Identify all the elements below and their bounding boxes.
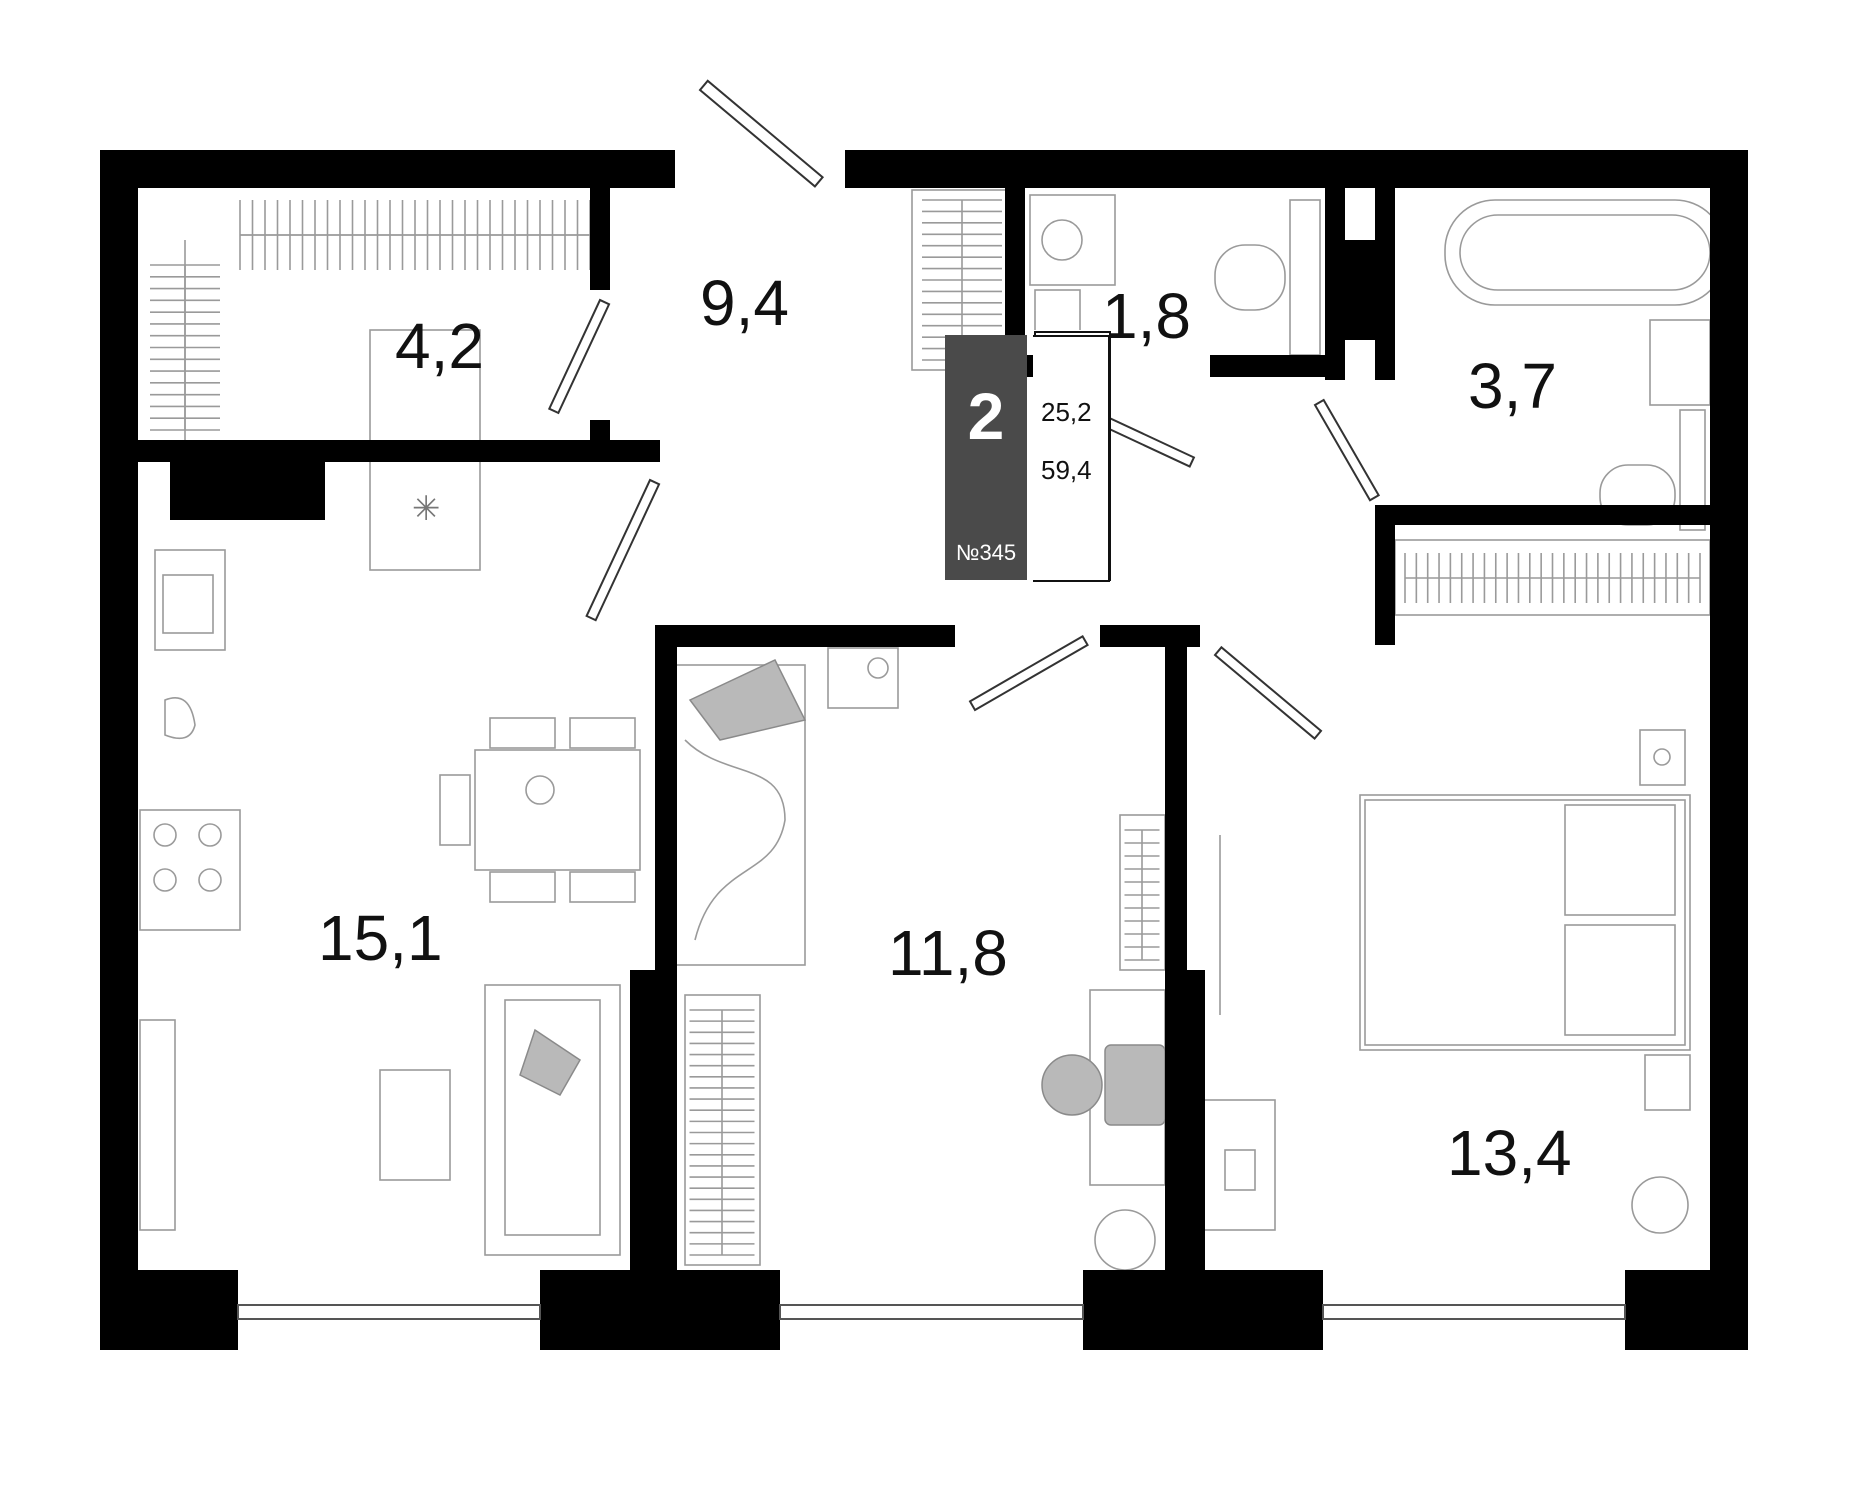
wardrobe-rack	[150, 200, 591, 440]
windows	[237, 1304, 1626, 1320]
room-labels: 4,2 9,4 1,8 3,7 15,1 11,8 13,4	[318, 267, 1572, 1189]
wardrobe-door[interactable]	[547, 298, 611, 415]
room-area-kids-room: 11,8	[888, 917, 1008, 989]
svg-text:✳: ✳	[412, 489, 441, 529]
doors	[547, 79, 1381, 740]
kitchen-fixtures: ✳	[139, 329, 641, 1256]
room-area-bedroom: 13,4	[1447, 1117, 1572, 1189]
entrance-door[interactable]	[698, 79, 825, 188]
kids-room-furniture	[669, 647, 1166, 1271]
room-area-hall: 9,4	[700, 267, 789, 339]
kitchen-door[interactable]	[585, 478, 661, 622]
furniture-layer: ✳	[139, 189, 1726, 1271]
badge-dark-panel	[945, 335, 1027, 580]
walls	[100, 150, 1748, 1350]
bathroom-door[interactable]	[1313, 398, 1381, 502]
badge-total-area: 59,4	[1041, 455, 1092, 485]
badge-living-area: 25,2	[1041, 397, 1092, 427]
badge-overlay: 2 №345 25,2 59,4	[945, 335, 1110, 582]
room-area-bathroom: 3,7	[1468, 350, 1557, 422]
badge-values-frame	[1033, 335, 1110, 582]
bedroom-door[interactable]	[1213, 645, 1323, 740]
kids-room-door[interactable]	[968, 634, 1089, 712]
room-area-wardrobe: 4,2	[395, 310, 484, 382]
room-area-wc: 1,8	[1102, 280, 1191, 352]
badge-apartment-number: №345	[955, 540, 1017, 565]
room-area-kitchen-living: 15,1	[318, 902, 443, 974]
badge-rooms-count-text: 2	[967, 379, 1005, 453]
